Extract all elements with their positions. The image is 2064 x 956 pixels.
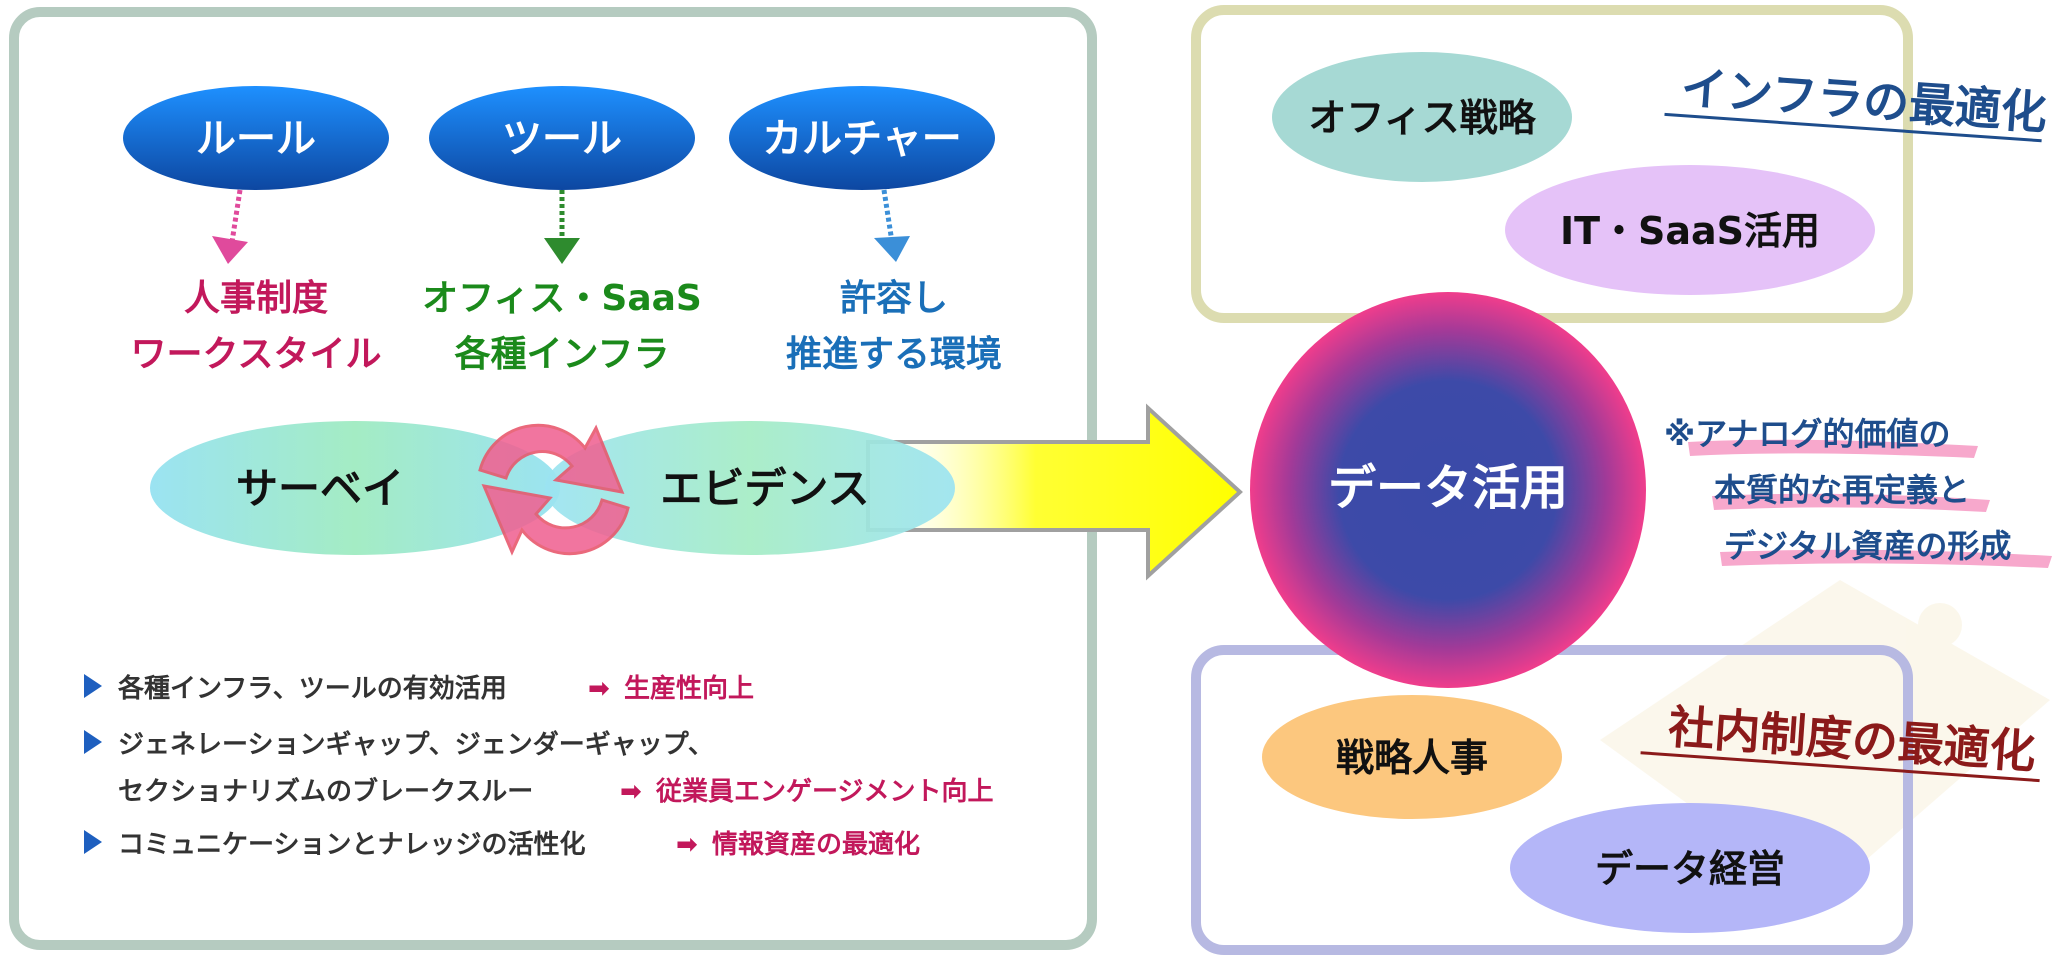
bullet-3-arrow-icon: ➡	[676, 830, 698, 860]
office-strategy-label: オフィス戦略	[1308, 96, 1536, 140]
oval-culture-label: カルチャー	[762, 116, 962, 162]
bullet-1-marker-icon	[84, 674, 102, 698]
target-tool-line-1: オフィス・SaaS	[422, 278, 702, 319]
bullet-3-marker-icon	[84, 830, 102, 854]
data-utilization-label: データ活用	[1328, 460, 1568, 516]
oval-tool-label: ツール	[502, 116, 622, 162]
note-highlight-3	[1720, 549, 2052, 568]
bullet-2-line-1: ジェネレーションギャップ、ジェンダーギャップ、	[118, 729, 714, 760]
oval-culture: カルチャー	[729, 86, 995, 190]
bullet-2-line-2: セクショナリズムのブレークスルー	[118, 776, 533, 807]
bullet-2: ジェネレーションギャップ、ジェンダーギャップ、 セクショナリズムのブレークスルー…	[84, 729, 993, 807]
survey-label: サーベイ	[236, 464, 404, 513]
it-saas-label: IT・SaaS活用	[1560, 209, 1820, 253]
note-highlight-1	[1688, 439, 1978, 458]
bullet-3: コミュニケーションとナレッジの活性化 ➡ 情報資産の最適化	[84, 829, 920, 860]
data-management-oval: データ経営	[1510, 803, 1870, 933]
oval-tool: ツール	[429, 86, 695, 190]
target-tool-line-2: 各種インフラ	[455, 334, 670, 375]
note-line-2: 本質的な再定義と	[1714, 471, 1970, 509]
cycle-arrows-icon	[478, 423, 630, 556]
strategic-hr-oval: 戦略人事	[1262, 695, 1562, 819]
evidence-label: エビデンス	[660, 464, 869, 513]
top-right-panel	[1191, 5, 1913, 323]
evidence-oval: エビデンス	[545, 421, 955, 555]
it-saas-oval: IT・SaaS活用	[1505, 165, 1875, 295]
note-highlight-2	[1712, 493, 1990, 512]
bullet-1: 各種インフラ、ツールの有効活用 ➡ 生産性向上	[84, 673, 754, 704]
office-strategy-oval: オフィス戦略	[1272, 52, 1572, 182]
bullet-1-arrow-icon: ➡	[588, 674, 610, 704]
bullet-1-result: 生産性向上	[624, 673, 754, 704]
oval-rule: ルール	[123, 86, 389, 190]
oval-rule-label: ルール	[196, 116, 316, 162]
note-line-1: ※アナログ的価値の	[1664, 415, 1950, 453]
bullet-2-arrow-icon: ➡	[620, 777, 642, 807]
data-utilization-circle: データ活用	[1250, 292, 1646, 688]
bullet-3-text: コミュニケーションとナレッジの活性化	[118, 830, 585, 860]
policy-title-underline	[1640, 751, 2040, 783]
target-culture-line-1: 許容し	[840, 278, 948, 319]
target-culture-line-2: 推進する環境	[786, 334, 1002, 375]
bullet-2-result: 従業員エンゲージメント向上	[655, 776, 993, 807]
bullet-3-result: 情報資産の最適化	[712, 829, 920, 860]
bullet-1-text: 各種インフラ、ツールの有効活用	[117, 673, 507, 704]
note-line-3: デジタル資産の形成	[1724, 527, 2011, 565]
arrow-rule-down	[212, 189, 248, 264]
survey-oval: サーベイ	[150, 421, 560, 555]
note: ※アナログ的価値の 本質的な再定義と デジタル資産の形成	[1664, 415, 2052, 568]
arrow-culture-down	[874, 189, 910, 262]
bullet-2-marker-icon	[84, 730, 102, 754]
big-arrow	[866, 403, 1243, 581]
target-rule-line-1: 人事制度	[184, 278, 328, 319]
data-management-label: データ経営	[1595, 847, 1785, 891]
arrow-tool-down	[544, 190, 580, 264]
target-rule-line-2: ワークスタイル	[131, 334, 382, 375]
strategic-hr-label: 戦略人事	[1336, 736, 1488, 780]
infra-title-underline	[1664, 112, 2042, 143]
infra-title: インフラの最適化	[1664, 61, 2049, 143]
